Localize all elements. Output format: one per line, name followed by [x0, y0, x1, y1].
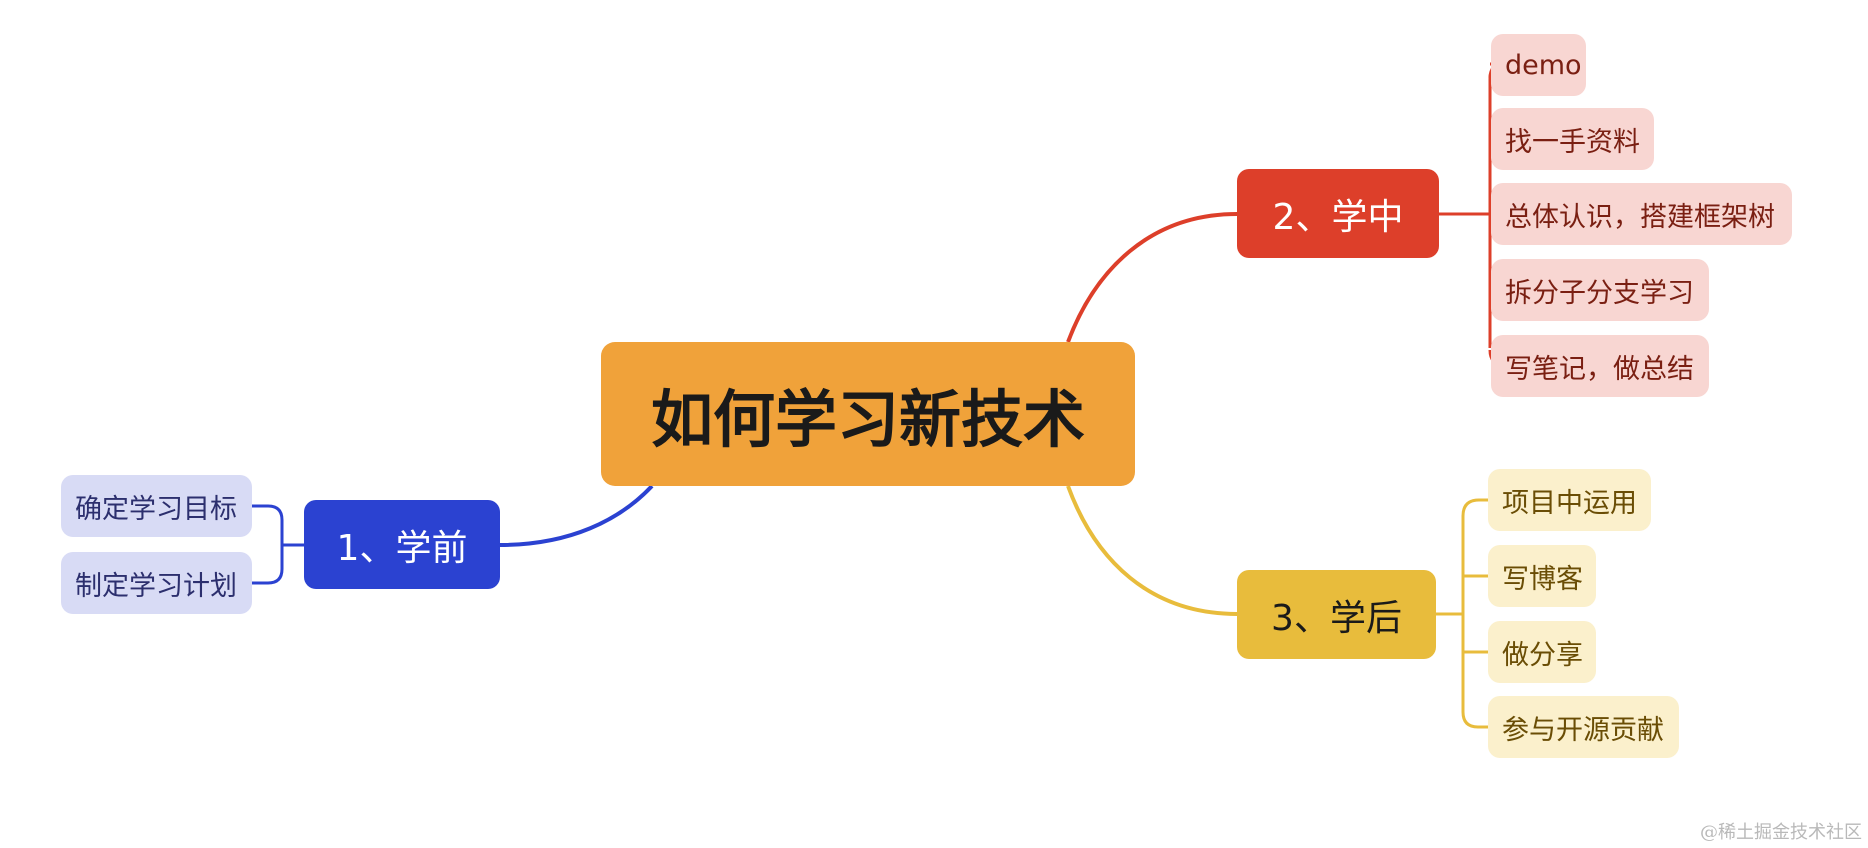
leaf-before-goal[interactable]: 确定学习目标: [61, 475, 252, 537]
branch-after[interactable]: 3、学后: [1237, 570, 1436, 659]
branch-during[interactable]: 2、学中: [1237, 169, 1439, 258]
watermark: @稀土掘金技术社区: [1700, 822, 1862, 843]
leaf-after-share[interactable]: 做分享: [1488, 621, 1596, 683]
leaf-during-sources[interactable]: 找一手资料: [1491, 108, 1654, 170]
leaf-after-blog[interactable]: 写博客: [1488, 545, 1596, 607]
leaf-after-opensource[interactable]: 参与开源贡献: [1488, 696, 1679, 758]
connector-root-after: [1066, 485, 1238, 616]
branch-before[interactable]: 1、学前: [304, 500, 500, 589]
connector-before-children: [252, 504, 304, 585]
connector-root-before: [499, 484, 654, 547]
root-node[interactable]: 如何学习新技术: [601, 342, 1135, 486]
leaf-before-plan[interactable]: 制定学习计划: [61, 552, 252, 614]
leaf-during-notes[interactable]: 写笔记，做总结: [1491, 335, 1709, 397]
leaf-after-project[interactable]: 项目中运用: [1488, 469, 1651, 531]
leaf-during-split[interactable]: 拆分子分支学习: [1491, 259, 1709, 321]
connector-during-children: [1439, 62, 1507, 367]
leaf-during-framework[interactable]: 总体认识，搭建框架树: [1491, 183, 1792, 245]
leaf-during-demo[interactable]: demo: [1491, 34, 1586, 96]
connector-after-children: [1436, 498, 1488, 729]
connector-root-during: [1066, 212, 1238, 343]
